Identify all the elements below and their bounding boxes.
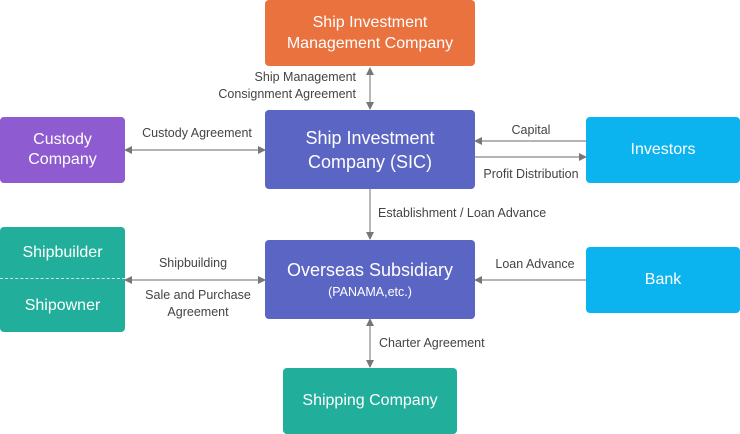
label-establishment: Establishment / Loan Advance xyxy=(378,206,547,220)
custody-line1: Custody xyxy=(33,131,92,148)
label-loan-advance: Loan Advance xyxy=(495,257,575,271)
label-custody-agreement: Custody Agreement xyxy=(142,126,252,140)
sic-line2: Company (SIC) xyxy=(307,151,433,172)
sic-line1: Ship Investment xyxy=(305,127,435,148)
custody-company-box: Custody Company xyxy=(0,117,125,183)
management-line2: Management Company xyxy=(286,35,454,52)
label-charter-agreement: Charter Agreement xyxy=(379,336,485,350)
label-shipbuilding: Shipbuilding xyxy=(158,256,228,270)
subsidiary-label: Overseas Subsidiary xyxy=(286,259,454,280)
shipping-label: Shipping Company xyxy=(302,392,438,409)
shipbuilder-shipowner-box: Shipbuilder Shipowner xyxy=(0,227,125,332)
shipping-company-box: Shipping Company xyxy=(283,368,457,434)
overseas-subsidiary-box: Overseas Subsidiary (PANAMA,etc.) xyxy=(265,240,475,319)
investors-label: Investors xyxy=(630,141,696,158)
management-company-box: Ship Investment Management Company xyxy=(265,0,475,66)
management-line1: Ship Investment xyxy=(312,14,428,31)
label-sale-purchase: Sale and Purchase Agreement xyxy=(145,288,251,319)
investors-box: Investors xyxy=(586,117,740,183)
label-profit-distribution: Profit Distribution xyxy=(483,167,579,181)
sic-box: Ship Investment Company (SIC) xyxy=(265,110,475,189)
label-management-agreement: Ship Management Consignment Agreement xyxy=(218,70,356,101)
subsidiary-sub: (PANAMA,etc.) xyxy=(328,284,412,299)
label-capital: Capital xyxy=(511,123,551,137)
custody-line2: Company xyxy=(28,151,97,168)
bank-label: Bank xyxy=(644,271,682,288)
bank-box: Bank xyxy=(586,247,740,313)
shipbuilder-label: Shipbuilder xyxy=(0,227,125,279)
shipowner-label: Shipowner xyxy=(24,296,101,314)
